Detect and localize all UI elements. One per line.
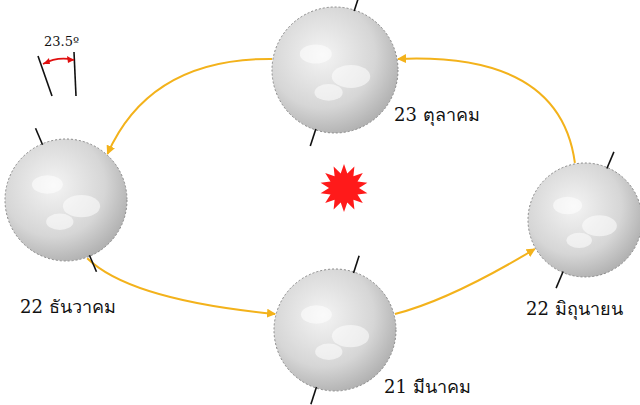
sun-star	[321, 164, 368, 212]
cloud-patch	[553, 197, 582, 214]
axis-line	[607, 152, 614, 169]
date-label: 22 มิถุนายน	[524, 298, 625, 320]
globe-disc	[528, 163, 640, 277]
cloud-patch	[332, 325, 369, 347]
axis-line	[310, 129, 316, 146]
cloud-patch	[315, 84, 343, 101]
orbit-arrow	[108, 59, 273, 154]
cloud-patch	[315, 344, 342, 360]
axis-line	[354, 0, 360, 11]
tilt-indicator	[38, 52, 76, 96]
cloud-patch	[300, 44, 332, 63]
globe-disc	[274, 269, 396, 391]
date-label: 22 ธันวาคม	[18, 296, 118, 318]
globe-drawing	[273, 268, 397, 392]
angle-label: 23.5º	[44, 34, 79, 50]
date-label: 23 ตุลาคม	[392, 104, 482, 126]
tilt-arrowhead	[43, 56, 74, 64]
globe-drawing	[4, 138, 128, 262]
earth-globe: 21 มีนาคม	[273, 268, 397, 392]
earth-globe: 22 ธันวาคม	[4, 138, 128, 262]
axis-line	[311, 387, 317, 404]
globe-drawing	[271, 6, 399, 134]
axis-line	[354, 256, 360, 273]
cloud-patch	[63, 195, 100, 217]
orbit-arrow	[395, 249, 535, 314]
cloud-patch	[32, 175, 63, 194]
cloud-patch	[582, 215, 617, 236]
axis-line	[36, 128, 43, 145]
globe-disc	[5, 139, 127, 261]
globe-disc	[272, 7, 398, 133]
globe-drawing	[527, 162, 640, 278]
earth-globe: 23 ตุลาคม	[271, 6, 399, 134]
axis-line	[556, 272, 563, 289]
earth-globe: 22 มิถุนายน	[527, 162, 640, 278]
cloud-patch	[566, 233, 592, 248]
date-label: 21 มีนาคม	[382, 376, 473, 398]
cloud-patch	[332, 65, 370, 88]
cloud-patch	[301, 305, 332, 324]
axis-line	[89, 255, 96, 272]
cloud-patch	[46, 214, 73, 230]
